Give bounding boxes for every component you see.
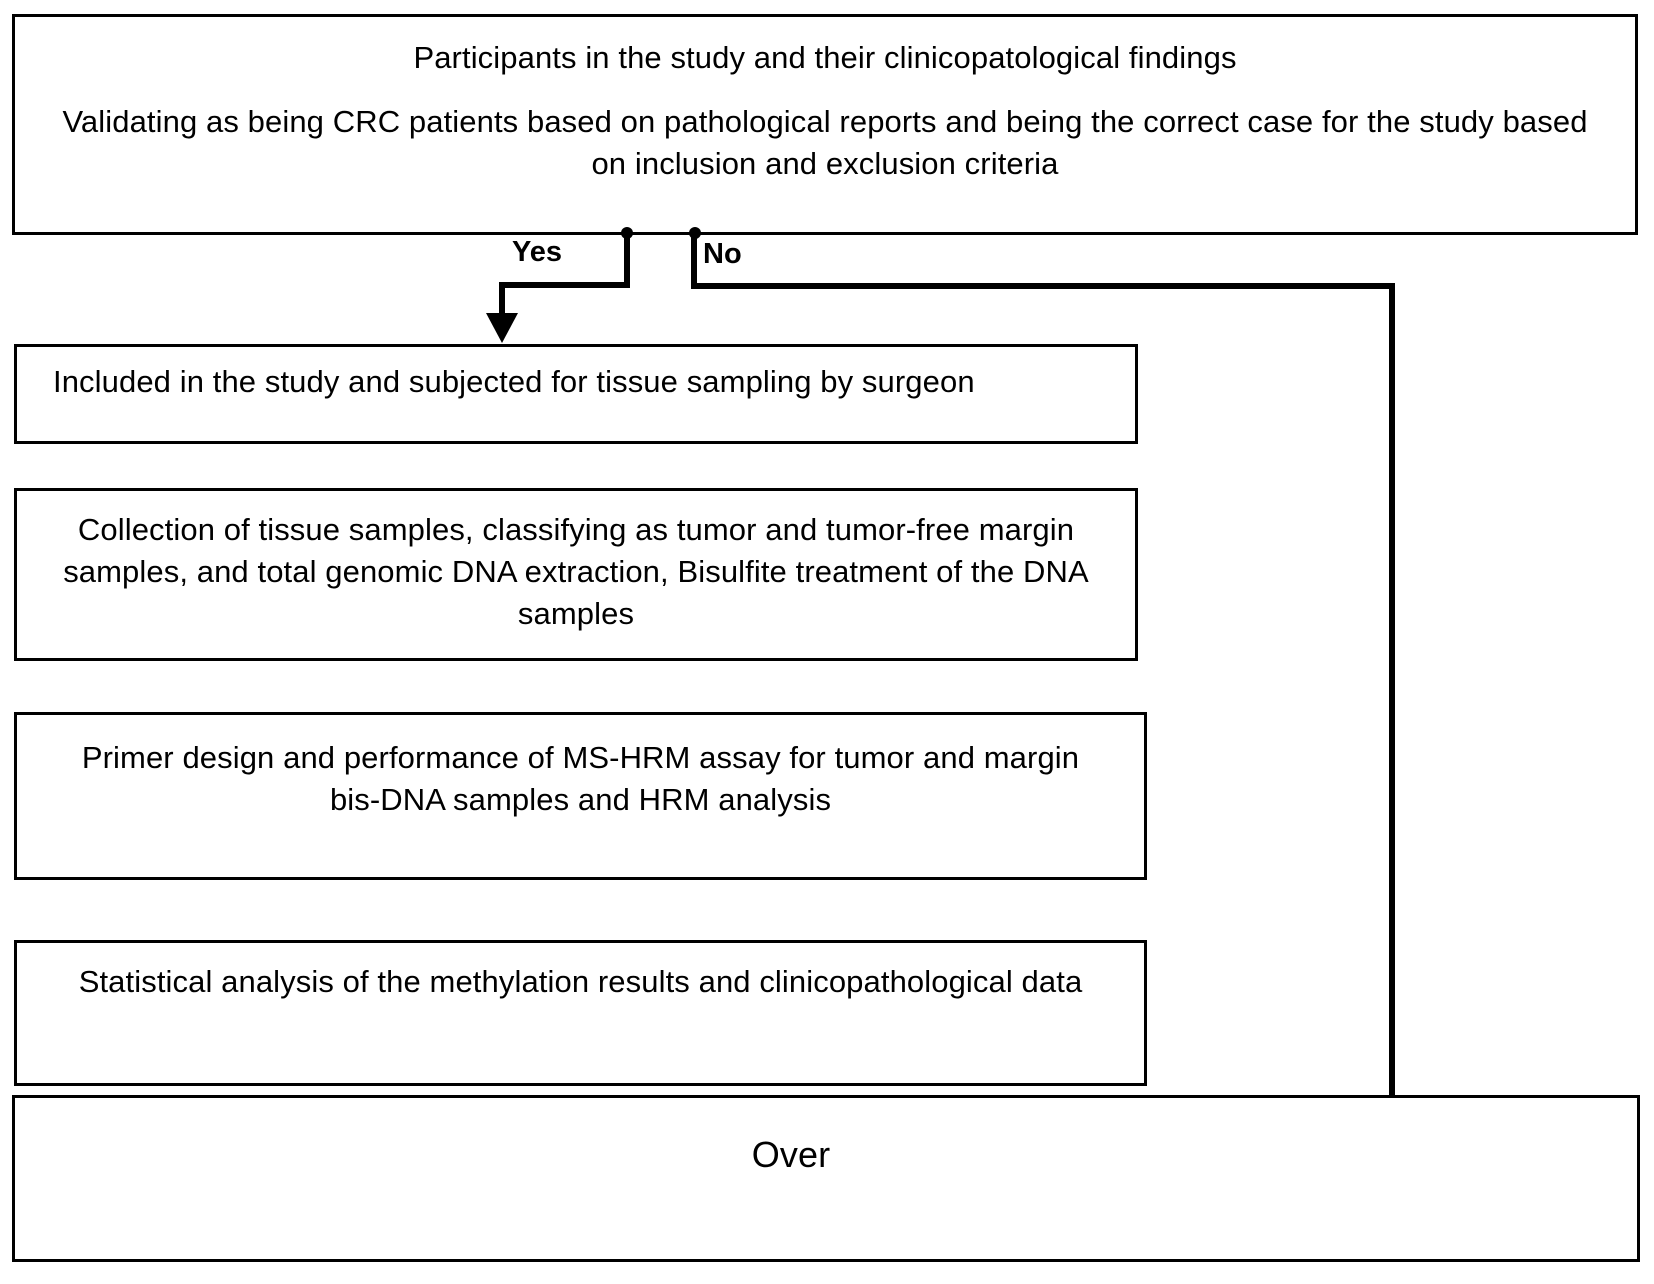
yes-edge-vertical-lower xyxy=(499,282,505,317)
node-statistical-text: Statistical analysis of the methylation … xyxy=(78,964,1083,999)
node-over: Over xyxy=(12,1095,1640,1262)
yes-edge-label: Yes xyxy=(512,236,562,268)
node-included-text: Included in the study and subjected for … xyxy=(53,364,975,399)
node-collection-text: Collection of tissue samples, classifyin… xyxy=(63,512,1098,631)
node-included-in-study: Included in the study and subjected for … xyxy=(14,344,1138,444)
node-participants: Participants in the study and their clin… xyxy=(12,14,1638,235)
node-statistical-analysis: Statistical analysis of the methylation … xyxy=(14,940,1147,1086)
yes-edge-horizontal xyxy=(499,282,630,288)
no-edge-vertical-upper xyxy=(691,233,697,289)
node-participants-body: Validating as being CRC patients based o… xyxy=(62,103,1597,181)
node-primer-text: Primer design and performance of MS-HRM … xyxy=(81,740,1088,817)
no-edge-horizontal xyxy=(691,283,1395,289)
no-edge-vertical-long xyxy=(1389,283,1395,1128)
yes-arrowhead-icon xyxy=(486,313,518,343)
node-collection-of-samples: Collection of tissue samples, classifyin… xyxy=(14,488,1138,661)
node-over-text: Over xyxy=(751,1134,831,1175)
no-edge-label: No xyxy=(703,238,742,270)
node-primer-design: Primer design and performance of MS-HRM … xyxy=(14,712,1147,880)
node-participants-title: Participants in the study and their clin… xyxy=(413,40,1237,75)
yes-edge-vertical-upper xyxy=(624,233,630,288)
